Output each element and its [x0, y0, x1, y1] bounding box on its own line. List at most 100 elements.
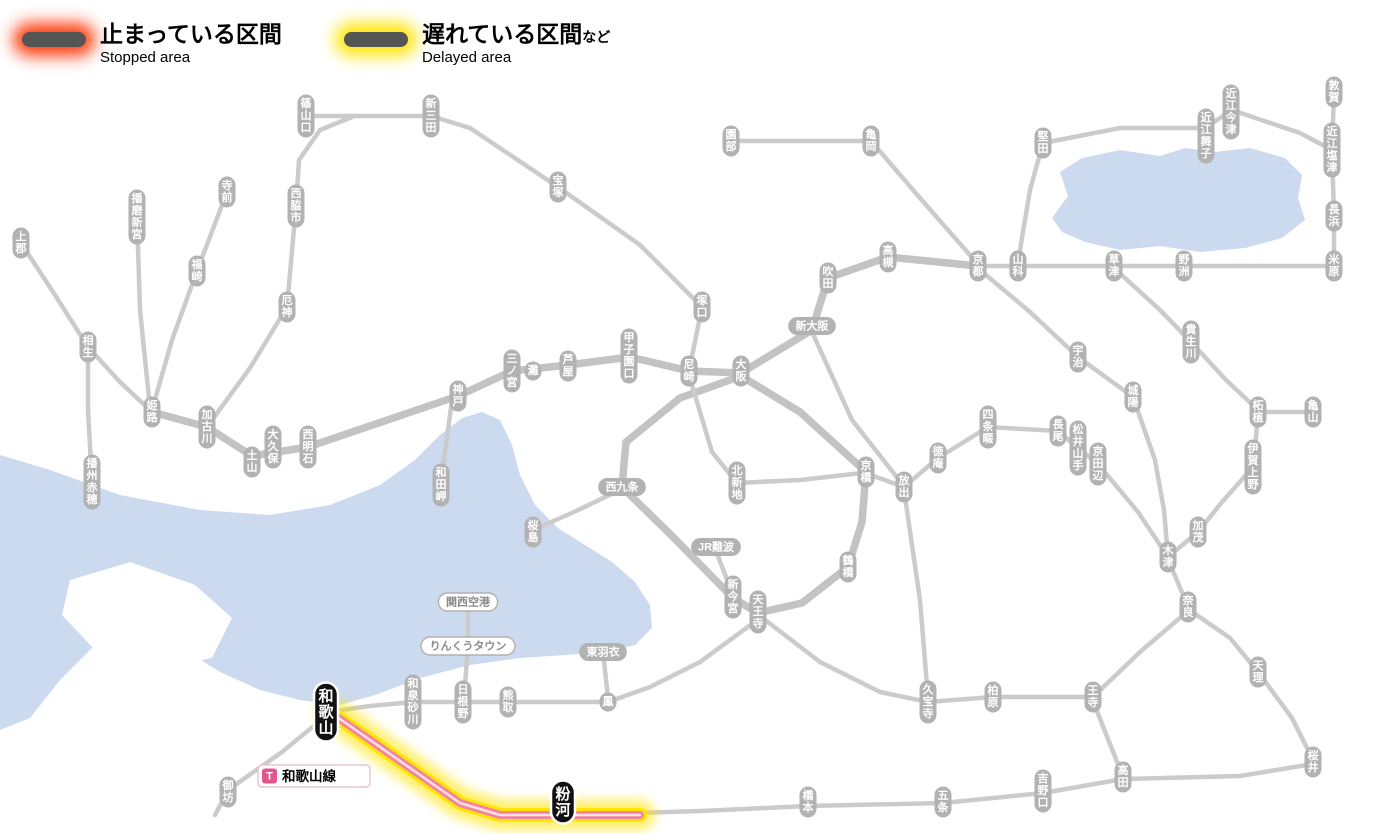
station-pill: 尼崎: [680, 355, 698, 387]
station-pill-bg: [1009, 250, 1027, 282]
station-pill-bg: [1325, 250, 1343, 282]
station-pill-bg: [1159, 541, 1177, 573]
station-label: 西九条: [606, 480, 640, 494]
station-label: 吹田: [823, 264, 835, 290]
station-pill: 播磨新宮: [128, 189, 146, 245]
station-pill: 西九条: [598, 478, 646, 496]
station-pill: 天理: [1249, 656, 1267, 688]
station-pill-bg: [1105, 250, 1123, 282]
station-label: 敦賀: [1328, 78, 1341, 104]
railway-line-main: [737, 253, 982, 377]
station-pill: 新三田: [422, 94, 440, 138]
railway-line: [134, 214, 153, 411]
station-pill: 塚口: [693, 291, 711, 323]
station-pill: 王寺: [1084, 681, 1102, 713]
station-pill-bg: [12, 227, 30, 259]
station-pill-bg: [524, 516, 542, 548]
station-pill-bg: [984, 681, 1002, 713]
station-label: 御坊: [222, 778, 234, 804]
station-label: 芦屋: [563, 352, 574, 378]
station-pill-bg: [857, 456, 875, 488]
station-pill-bg: [297, 94, 315, 138]
station-pill-bg: [143, 396, 161, 428]
station-label: 福崎: [191, 257, 203, 283]
railway-line: [633, 776, 1126, 816]
station-label: 野洲: [1179, 253, 1190, 278]
station-pill: 高槻: [879, 241, 897, 273]
station-pill: 奈良: [1179, 591, 1197, 623]
station-label: 長浜: [1329, 203, 1341, 228]
station-pill: 吹田: [819, 262, 837, 294]
stopped-area-swatch: [22, 32, 86, 47]
station-label: 神戸: [453, 382, 464, 408]
station-label: 桜井: [1308, 748, 1319, 774]
station-pill-bg: [503, 349, 521, 393]
station-pill: 野洲: [1175, 250, 1193, 282]
station-pill-bg: [218, 176, 236, 208]
station-label: 相生: [83, 333, 94, 359]
station-pill: 土山: [243, 446, 261, 478]
delayed-glow-outer: [315, 697, 655, 830]
station-pill: 京田辺: [1089, 442, 1107, 486]
station-pill: 山科: [1009, 250, 1027, 282]
railway-line: [686, 372, 865, 486]
station-label: 新今宮: [727, 577, 740, 615]
station-pill: 新大阪: [788, 317, 836, 335]
station-label: 京橋: [861, 458, 873, 484]
water-layer: [0, 148, 1305, 730]
station-label: 加茂: [1192, 518, 1204, 544]
line-symbol-icon: [262, 768, 277, 784]
station-pill: 木津: [1159, 541, 1177, 573]
station-pill: 天王寺: [749, 590, 767, 634]
station-pill-bg: [934, 786, 952, 818]
station-label: 厄神: [282, 293, 293, 319]
station-pill-bg: [691, 538, 741, 556]
station-label: 和田岬: [436, 465, 447, 503]
station-pill-bg: [799, 786, 817, 818]
station-pill: 姫路: [143, 396, 161, 428]
station-label: 堅田: [1038, 130, 1049, 155]
station-pill-bg: [728, 461, 746, 505]
station-pill: 吉野口: [1034, 769, 1052, 813]
station-label: 天理: [1253, 659, 1265, 684]
station-pill-bg: [929, 442, 947, 474]
station-pill: 五条: [934, 786, 952, 818]
station-label: JR難波: [698, 540, 735, 554]
station-pill-bg: [243, 446, 261, 478]
station-pill-bg: [620, 328, 638, 384]
railway-line: [810, 331, 906, 488]
station-pill: 伊賀上野: [1244, 439, 1262, 495]
station-label: 橋本: [803, 788, 815, 814]
station-label: 京田辺: [1093, 444, 1104, 482]
station-pill: 東羽衣: [579, 643, 627, 661]
station-pill-bg: [862, 125, 880, 157]
station-pill: 桜井: [1304, 746, 1322, 778]
station-pill-bg: [549, 779, 577, 825]
station-label: 甲子園口: [624, 331, 635, 380]
station-pill-bg: [1249, 396, 1267, 428]
station-label: 土山: [247, 448, 258, 474]
station-pill: 園部: [722, 125, 740, 157]
station-pill: 神戸: [449, 380, 467, 412]
station-label: 加古川: [201, 407, 213, 445]
railway-line: [1120, 761, 1316, 782]
station-pill: 御坊: [219, 776, 237, 808]
station-label: 城陽: [1128, 383, 1139, 409]
station-pill: JR難波: [691, 538, 741, 556]
station-pill-bg: [1325, 76, 1343, 108]
railway-line: [1090, 608, 1191, 700]
railway-line: [757, 613, 1096, 705]
station-pill-bg: [879, 241, 897, 273]
line-badge-bg: [257, 764, 371, 788]
station-pill: 近江舞子: [1197, 108, 1215, 164]
station-pill: 播州赤穂: [83, 454, 101, 510]
station-pill-bg: [287, 184, 305, 228]
station-pill-bg: [524, 361, 542, 381]
station-label: 柘植: [1252, 398, 1264, 424]
station-pill-bg: [299, 425, 317, 469]
station-pill-bg: [198, 405, 216, 449]
station-pill: 敦賀: [1325, 76, 1343, 108]
station-pill-highlighted: 粉河: [549, 779, 577, 825]
station-label: 上郡: [15, 229, 27, 255]
station-pill-bg: [1034, 127, 1052, 159]
